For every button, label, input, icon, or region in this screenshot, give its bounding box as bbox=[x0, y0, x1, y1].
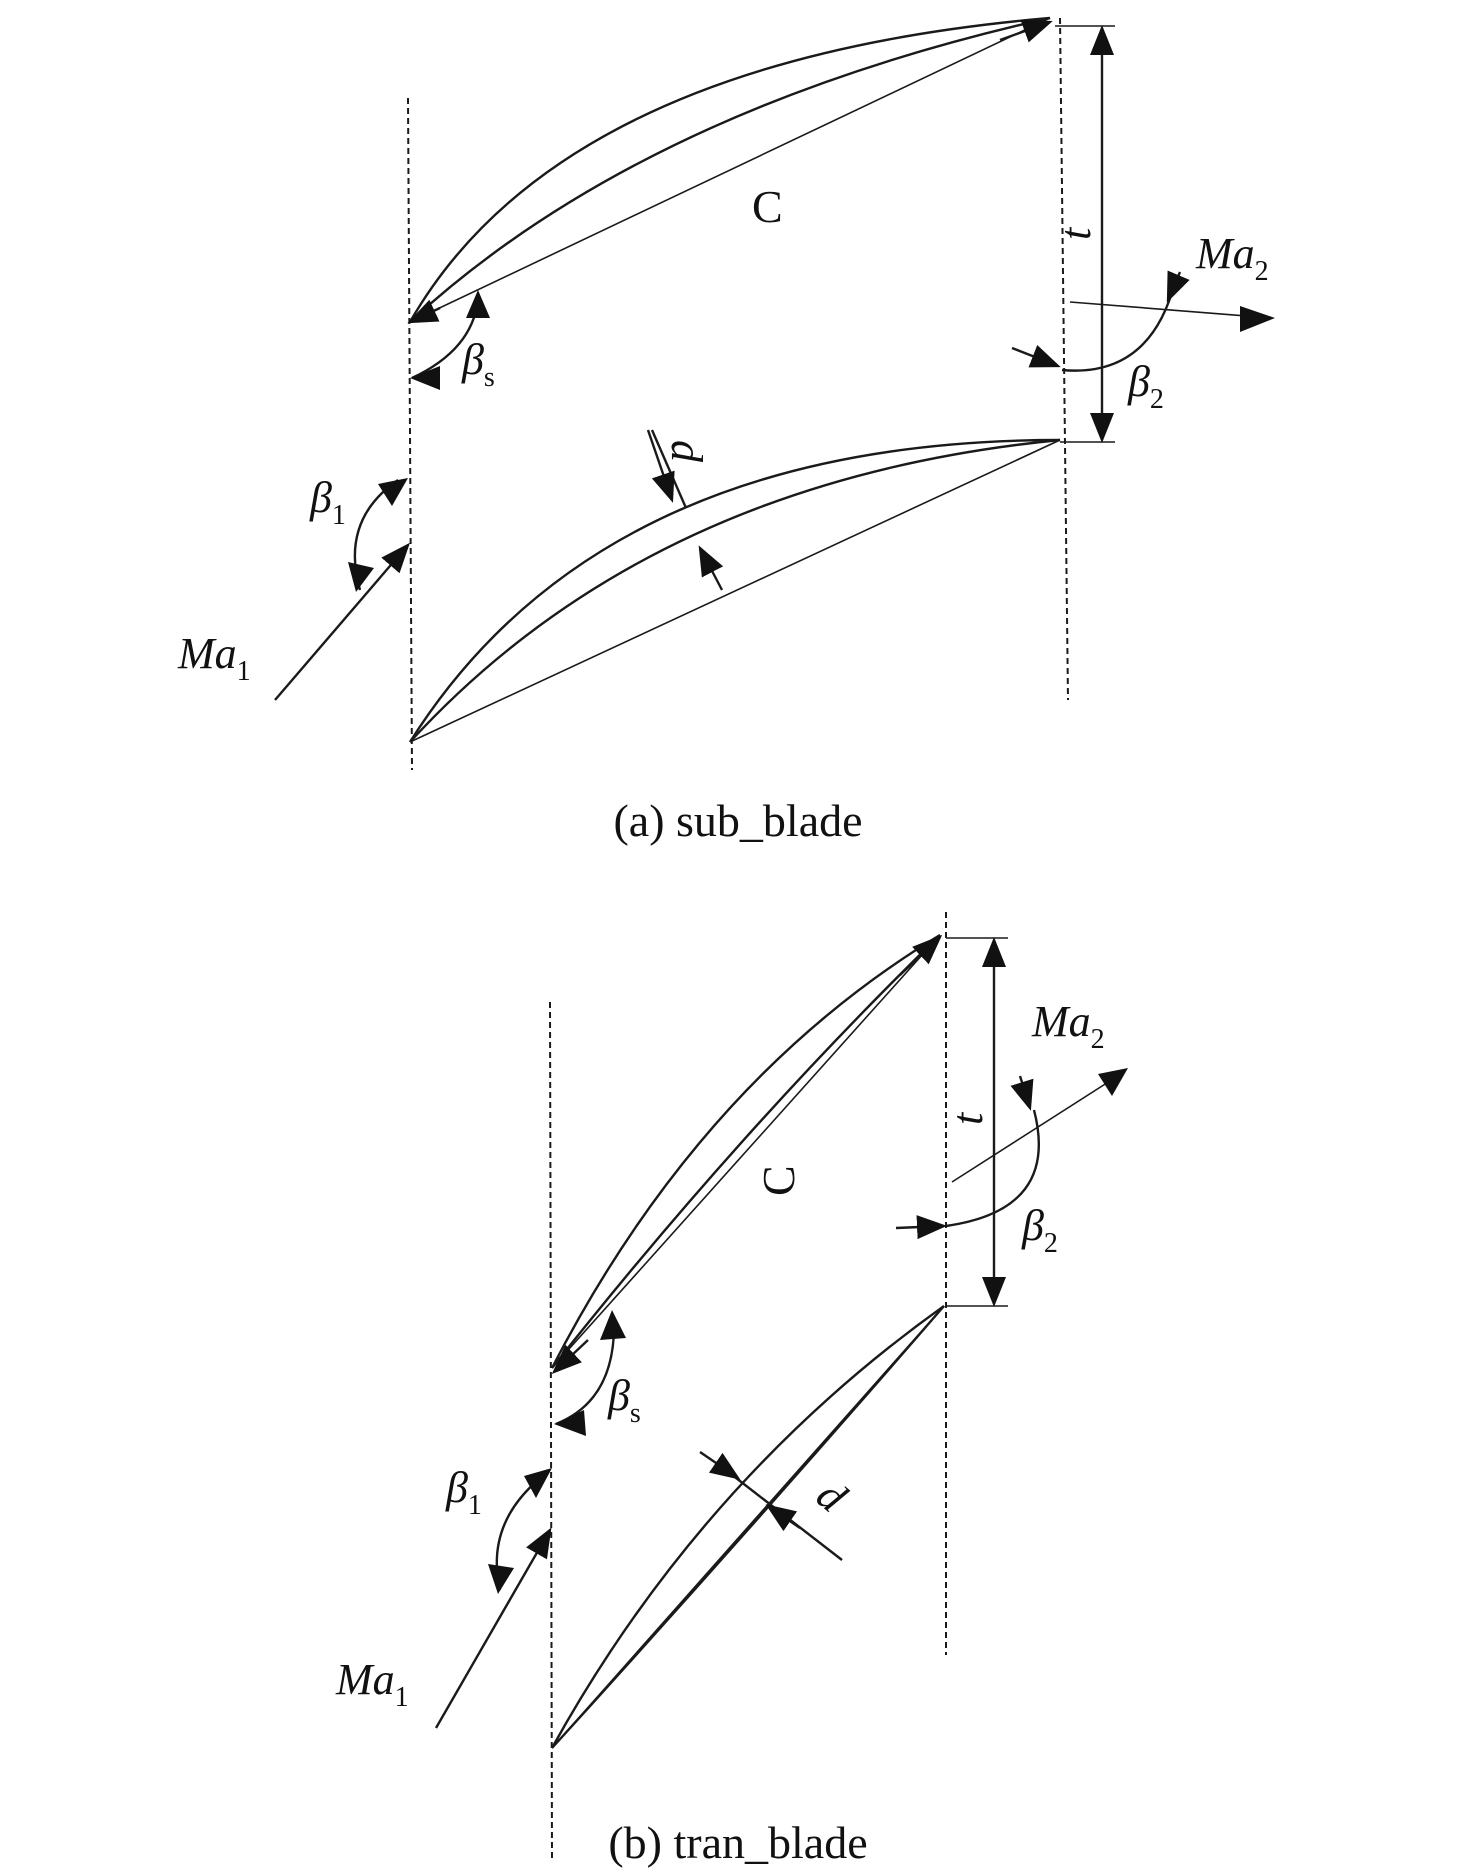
stagger-arrowhead-left bbox=[410, 366, 440, 390]
inlet-mach-arrow bbox=[434, 1527, 552, 1729]
outlet-mach-label: Ma2 bbox=[1031, 997, 1105, 1055]
upper-blade bbox=[550, 933, 943, 1369]
leading-edge-arrow bbox=[407, 299, 441, 324]
outlet-angle-arc bbox=[1061, 281, 1177, 372]
outlet-mach-label: Ma2 bbox=[1195, 229, 1269, 287]
stagger-arrowhead-top bbox=[466, 290, 490, 318]
pitch-label: t bbox=[1051, 226, 1100, 240]
suction-surface bbox=[408, 438, 1061, 743]
chord-label: C bbox=[752, 181, 783, 232]
chord-line bbox=[551, 934, 941, 1369]
chord-arrow bbox=[999, 19, 1053, 43]
inlet-mach-label: Ma1 bbox=[177, 629, 251, 687]
pitch-label: t bbox=[943, 1111, 992, 1125]
stagger-arrowhead-left bbox=[554, 1410, 586, 1436]
caption-b: (b) tran_blade bbox=[608, 1817, 867, 1868]
pressure-surface bbox=[551, 1305, 945, 1749]
chord-line bbox=[551, 1305, 945, 1749]
suction-surface bbox=[550, 933, 941, 1369]
outlet-mach-arrowhead bbox=[1240, 306, 1275, 332]
outlet-angle-label: β2 bbox=[1127, 357, 1164, 415]
inlet-angle-arrowhead-top bbox=[524, 1468, 552, 1498]
outlet-angle-arrow-left bbox=[1011, 344, 1061, 368]
outlet-angle-arrow-top bbox=[1166, 270, 1190, 303]
pressure-surface bbox=[551, 934, 941, 1369]
outlet-angle-arrow-top bbox=[1010, 1075, 1034, 1111]
outlet-mach-arrowhead bbox=[1098, 1068, 1128, 1096]
leading-edge-arrow bbox=[551, 1339, 589, 1375]
outlet-angle-arrow-left bbox=[895, 1215, 947, 1240]
chord-line bbox=[409, 439, 1061, 743]
lower-blade bbox=[408, 438, 1061, 743]
panel-a: t C βs Ma2 β2 d β1 Ma1 (a) sub_blade bbox=[177, 16, 1275, 846]
outlet-angle-arc bbox=[945, 1109, 1040, 1228]
pressure-surface bbox=[409, 16, 1051, 323]
inlet-plane-line bbox=[407, 97, 413, 771]
panel-b: t C βs Ma2 β2 d β1 Ma1 (b) tran_blade bbox=[335, 912, 1128, 1868]
inlet-angle-label: β1 bbox=[309, 473, 346, 531]
outlet-flow-line bbox=[1069, 301, 1273, 319]
caption-a: (a) sub_blade bbox=[613, 795, 862, 846]
thickness-arrow-bottom bbox=[765, 1504, 801, 1532]
outlet-angle-label: β2 bbox=[1021, 1201, 1058, 1259]
thickness-label: d bbox=[662, 440, 711, 463]
stagger-label: βs bbox=[607, 1371, 641, 1429]
stagger-arrowhead-top bbox=[600, 1310, 626, 1340]
suction-surface bbox=[550, 1305, 945, 1749]
inlet-angle-arrowhead-bottom bbox=[348, 562, 374, 592]
suction-surface bbox=[408, 16, 1051, 323]
thickness-label: d bbox=[807, 1470, 856, 1522]
inlet-angle-label: β1 bbox=[445, 1463, 482, 1521]
inlet-angle-arrowhead-top bbox=[378, 478, 408, 506]
inlet-angle-arrowhead-bottom bbox=[488, 1564, 514, 1594]
upper-blade bbox=[408, 16, 1053, 323]
inlet-mach-label: Ma1 bbox=[335, 1655, 409, 1713]
stagger-label: βs bbox=[461, 335, 495, 393]
inlet-plane-line bbox=[549, 1001, 553, 1861]
pressure-surface bbox=[409, 438, 1061, 743]
chord-label: C bbox=[753, 1165, 804, 1196]
inlet-mach-arrow bbox=[274, 542, 410, 701]
lower-blade bbox=[550, 1305, 945, 1749]
thickness-arrow-bottom bbox=[698, 545, 724, 591]
outlet-plane-line bbox=[1059, 17, 1069, 701]
chord-arrow bbox=[899, 934, 943, 976]
thickness-arrow-top bbox=[646, 429, 675, 503]
thickness-line bbox=[650, 429, 688, 509]
thickness-arrow-top bbox=[699, 1451, 741, 1480]
chord-line bbox=[409, 17, 1051, 323]
